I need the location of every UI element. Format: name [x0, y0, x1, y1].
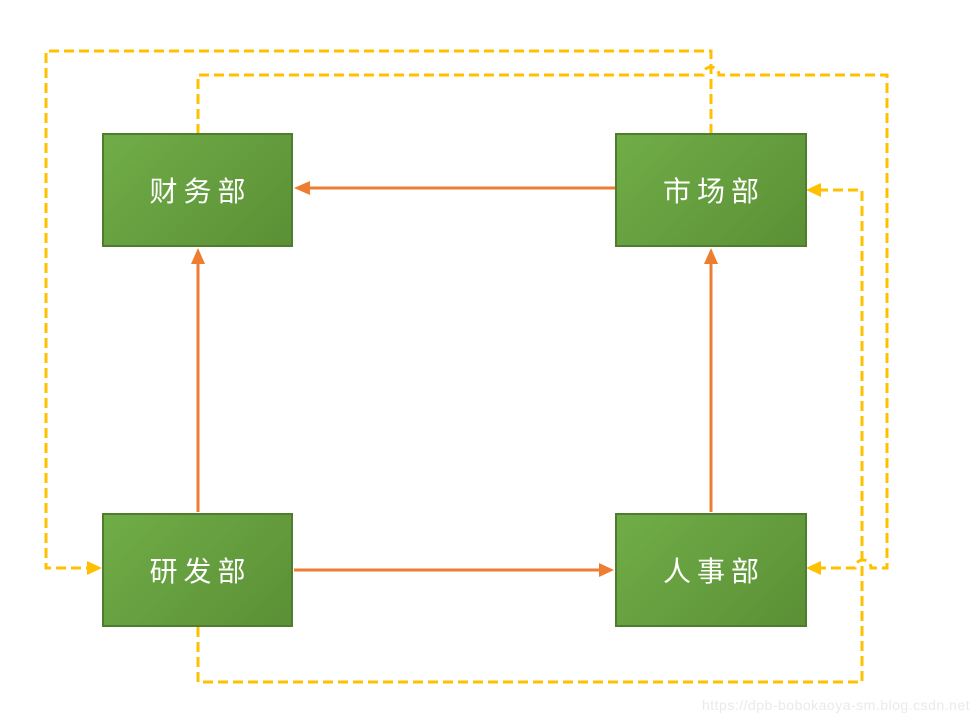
edge-finance-to-hr-line: [196, 65, 889, 570]
edge-market-to-rnd-arrowhead: [87, 561, 102, 575]
node-finance-label: 财务部: [149, 176, 252, 207]
edge-hr-to-market-arrowhead: [704, 248, 718, 264]
node-hr[interactable]: 人事部: [615, 513, 807, 627]
node-rnd[interactable]: 研发部: [102, 513, 293, 627]
node-market[interactable]: 市场部: [615, 133, 807, 247]
watermark: https://dpb-bobokaoya-sm.blog.csdn.net: [701, 697, 970, 713]
edge-market-to-rnd-line: [44, 49, 713, 570]
edge-rnd-to-market-line: [196, 188, 864, 684]
edge-finance-to-hr-arrowhead: [806, 561, 821, 575]
edge-market-to-finance-arrowhead: [294, 181, 310, 195]
node-rnd-label: 研发部: [149, 556, 252, 587]
edge-rnd-to-finance-arrowhead: [191, 248, 205, 264]
node-finance[interactable]: 财务部: [102, 133, 293, 247]
node-hr-label: 人事部: [662, 556, 765, 587]
solid-edges: [191, 181, 718, 577]
dashed-edges: [44, 49, 889, 684]
edge-rnd-to-market-arrowhead: [806, 183, 821, 197]
edge-rnd-to-hr-arrowhead: [599, 563, 614, 577]
node-market-label: 市场部: [662, 176, 765, 207]
